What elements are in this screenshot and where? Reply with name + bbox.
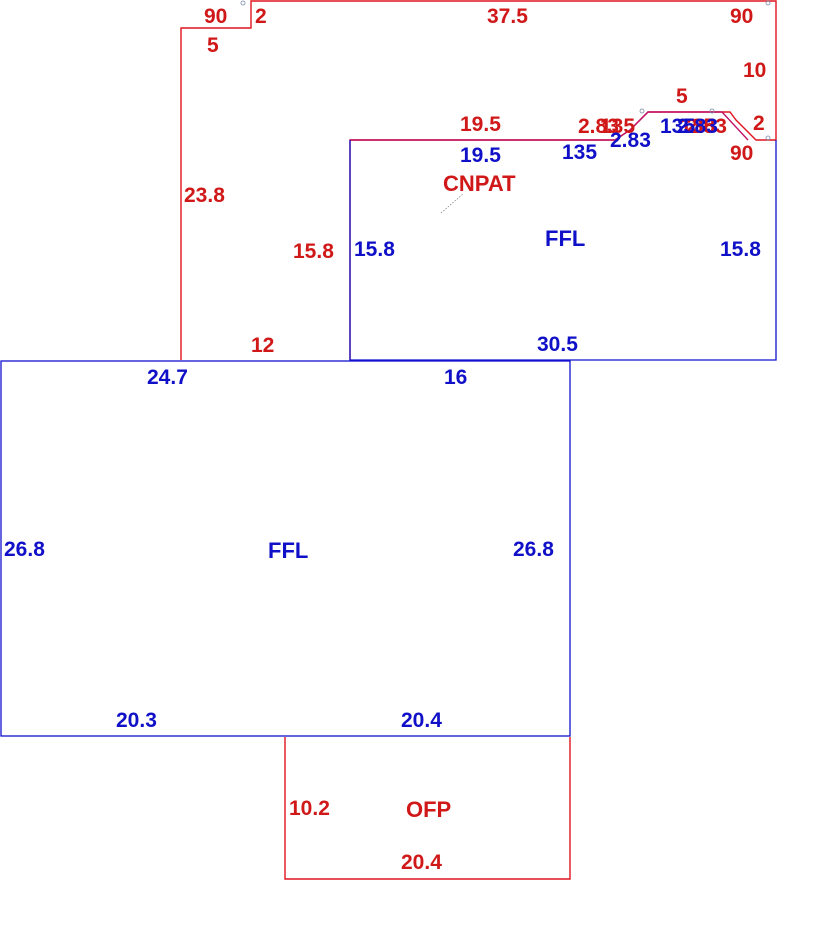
area-label-ffl-upper: FFL: [545, 226, 585, 251]
dim-label: 12: [251, 334, 274, 357]
dim-label: 26.8: [4, 538, 45, 561]
area-label-ofp: OFP: [406, 797, 451, 822]
dim-label: 135: [680, 115, 715, 138]
dim-label: 2.83: [686, 115, 727, 138]
dim-label: 135: [600, 115, 635, 138]
dim-label: 20.4: [401, 709, 442, 732]
vertex-marker: [765, 135, 771, 141]
vertex-marker: [709, 108, 715, 114]
area-label-ffl-main: FFL: [268, 538, 308, 563]
dim-label: 19.5: [460, 144, 501, 167]
dim-label: 20.3: [116, 709, 157, 732]
dim-label: 5: [207, 34, 219, 57]
dim-label: 2: [255, 5, 267, 28]
dim-label: 19.5: [460, 113, 501, 136]
vertex-marker: [639, 108, 645, 114]
dim-label: 2: [753, 112, 765, 135]
dim-label: 135: [660, 115, 695, 138]
dim-label: 5: [676, 85, 688, 108]
dim-label: 90: [730, 142, 753, 165]
dim-label: 15.8: [720, 238, 761, 261]
dim-label: 20.4: [401, 851, 442, 874]
shared-edge: [350, 111, 749, 141]
dim-label: 24.7: [147, 366, 188, 389]
dim-label: 2.83: [578, 115, 619, 138]
dim-label: 90: [730, 5, 753, 28]
dim-label: 16: [444, 366, 467, 389]
dim-label: 15.8: [354, 238, 395, 261]
dim-label: 2.83: [610, 129, 651, 152]
dim-label: 2.83: [677, 115, 718, 138]
dim-label: 37.5: [487, 5, 528, 28]
dim-label: 10.2: [289, 797, 330, 820]
ffl-main-outline: [0, 360, 571, 737]
dim-label: 23.8: [184, 184, 225, 207]
dim-label: 30.5: [537, 333, 578, 356]
dim-label: 90: [204, 5, 227, 28]
leader-line: [440, 193, 464, 214]
dim-label: 135: [562, 141, 597, 164]
ofp-outline: [284, 737, 571, 880]
dim-label: 10: [743, 59, 766, 82]
vertex-marker: [765, 0, 771, 6]
dim-label: 26.8: [513, 538, 554, 561]
area-label-cnpat: CNPAT: [443, 171, 516, 196]
dim-label: 15.8: [293, 240, 334, 263]
vertex-marker: [240, 0, 246, 6]
ffl-upper-outline: [349, 140, 777, 361]
